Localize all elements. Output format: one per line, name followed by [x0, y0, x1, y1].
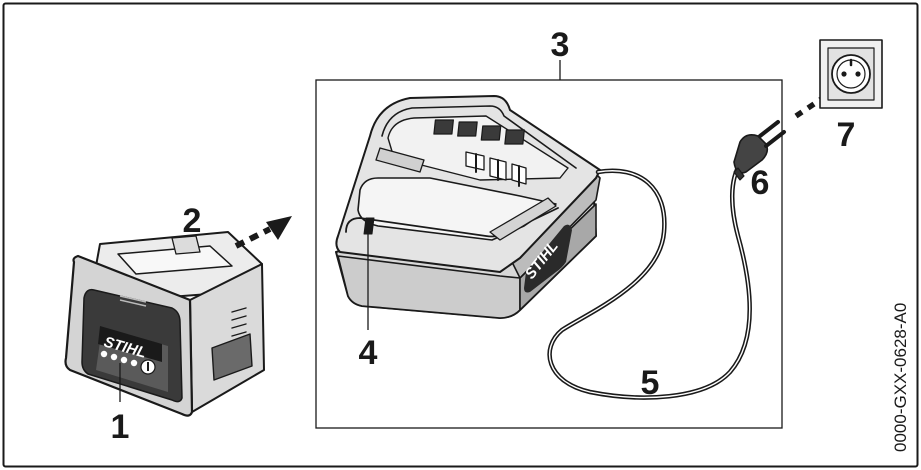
callout-5: 5 — [641, 364, 660, 402]
wall-socket — [819, 39, 883, 109]
battery-led — [110, 353, 118, 361]
callout-6: 6 — [751, 164, 770, 202]
callout-3: 3 — [551, 26, 570, 64]
insert-arrow — [234, 216, 292, 249]
battery-led — [120, 356, 128, 364]
callout-4: 4 — [359, 334, 378, 372]
battery-led — [100, 350, 108, 358]
drawing-code: 0000-GXX-0628-A0 — [891, 303, 910, 452]
charger-led — [363, 217, 375, 235]
battery: STIHL — [64, 231, 265, 417]
callout-2: 2 — [183, 202, 202, 240]
charger-detail-box — [315, 79, 783, 429]
callout-7: 7 — [837, 116, 856, 154]
callout-1: 1 — [111, 408, 130, 446]
battery-led — [130, 359, 138, 367]
power-plug — [733, 120, 786, 181]
charger: STIHL — [335, 95, 601, 319]
